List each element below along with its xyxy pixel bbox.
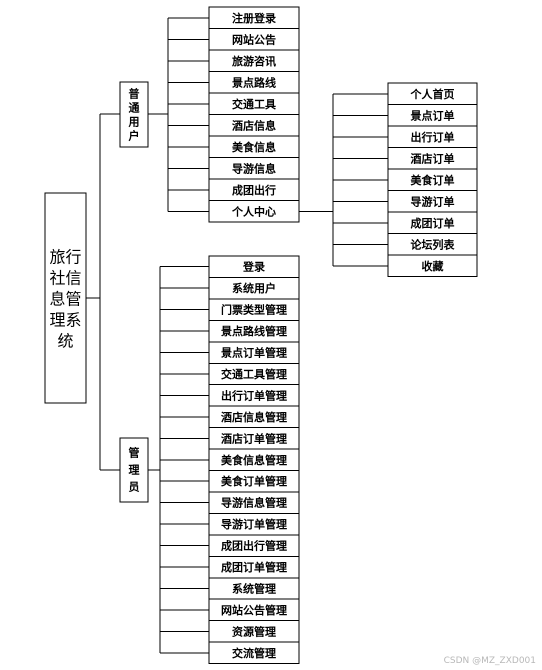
admin-function-item-label: 成团订单管理 [221, 560, 287, 574]
personal-center-item-box [387, 254, 478, 277]
user-function-item-label: 旅游咨讯 [232, 54, 276, 68]
user-role-box: 普 通 用 户 [119, 81, 149, 148]
user-function-item-box [208, 200, 300, 223]
root-box: 旅行 社信 息管 理系 统 [44, 192, 87, 404]
root-line: 统 [57, 332, 73, 351]
admin-function-item-box [208, 641, 300, 665]
admin-function-item-label: 景点路线管理 [220, 324, 287, 338]
admin-role-box: 管 理 员 [119, 437, 149, 503]
user-function-item-label: 美食信息 [232, 140, 276, 154]
admin-function-item-label: 导游订单管理 [221, 517, 287, 531]
admin-role-line: 管 [129, 446, 140, 460]
admin-function-item-label: 景点订单管理 [220, 346, 287, 360]
user-role-line: 普 [129, 87, 140, 101]
admin-function-item-label: 网站公告管理 [221, 603, 287, 617]
admin-function-item-label: 酒店信息管理 [221, 410, 287, 424]
user-function-item-label: 个人中心 [231, 204, 276, 218]
admin-function-list: 登录系统用户门票类型管理景点路线管理景点订单管理交通工具管理出行订单管理酒店信息… [208, 255, 300, 665]
personal-center-item-label: 收藏 [422, 259, 444, 273]
admin-function-item-label: 系统用户 [232, 281, 276, 295]
user-role-line: 用 [129, 116, 140, 129]
personal-center-item-label: 成团订单 [411, 216, 455, 230]
user-role-line: 通 [129, 102, 140, 115]
admin-function-item-label: 门票类型管理 [221, 303, 287, 317]
root-line: 旅行 [49, 248, 81, 267]
personal-center-item-label: 个人首页 [410, 87, 455, 101]
connector-lines [86, 17, 388, 654]
user-function-item-label: 成团出行 [232, 183, 276, 197]
admin-function-item-label: 交流管理 [232, 646, 276, 660]
admin-function-item-label: 系统管理 [232, 581, 276, 595]
admin-function-item-label: 出行订单管理 [221, 388, 287, 402]
personal-center-item-label: 景点订单 [410, 108, 455, 122]
root-line: 理系 [49, 311, 81, 330]
admin-function-item-label: 导游信息管理 [221, 496, 287, 510]
admin-function-item-label: 交通工具管理 [221, 367, 287, 381]
user-function-item-label: 景点路线 [231, 75, 276, 89]
admin-function-item-label: 登录 [242, 260, 265, 274]
user-function-item-label: 导游信息 [232, 161, 276, 175]
personal-center-item-label: 酒店订单 [411, 151, 455, 165]
admin-role-line: 理 [129, 464, 140, 477]
personal-center-item-label: 论坛列表 [411, 237, 456, 251]
admin-function-item-label: 酒店订单管理 [221, 431, 287, 445]
user-function-item-label: 交通工具 [232, 97, 276, 111]
user-function-item-label: 注册登录 [232, 11, 276, 25]
admin-function-item-label: 成团出行管理 [221, 539, 287, 553]
personal-center-item-label: 导游订单 [411, 194, 455, 208]
user-function-item-label: 网站公告 [232, 32, 276, 46]
admin-function-item-label: 美食订单管理 [221, 474, 287, 488]
admin-function-item-label: 资源管理 [232, 624, 276, 638]
root-line: 社信 [49, 269, 81, 288]
user-function-item-label: 酒店信息 [232, 118, 276, 132]
watermark: CSDN @MZ_ZXD001 [443, 656, 536, 666]
admin-role-line: 员 [129, 481, 140, 494]
admin-function-item-label: 美食信息管理 [221, 453, 287, 467]
user-role-line: 户 [129, 129, 140, 143]
personal-center-item-label: 美食订单 [411, 173, 455, 187]
personal-center-item-label: 出行订单 [411, 130, 455, 144]
root-line: 息管 [49, 290, 81, 309]
